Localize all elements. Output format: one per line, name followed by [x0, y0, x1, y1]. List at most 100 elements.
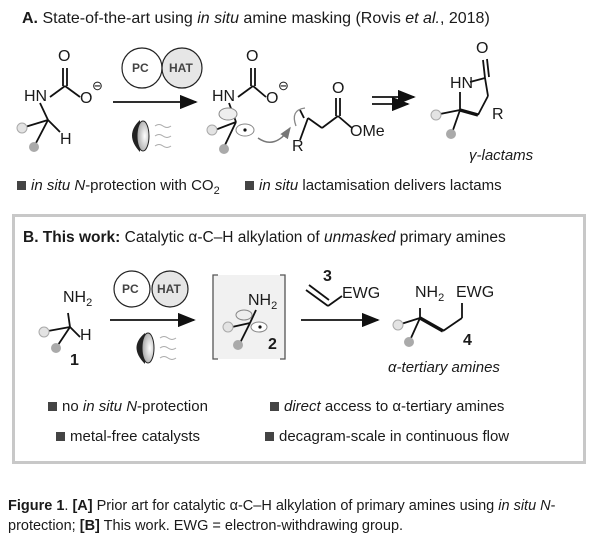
bullet-italic: in situ N — [31, 177, 86, 194]
caption-text: . — [64, 498, 73, 514]
bullet-text: decagram-scale in continuous flow — [279, 428, 510, 445]
bullet-square — [265, 432, 274, 441]
compound-number-1: 1 — [70, 352, 79, 369]
title-italic: et al. — [405, 10, 440, 27]
atom-r: R — [492, 106, 504, 123]
atom-ewg: EWG — [342, 285, 381, 302]
atom-hn: HN — [450, 75, 474, 92]
bullet-text: lactamisation delivers lactams — [298, 177, 502, 194]
substituent-sphere — [219, 144, 229, 154]
product-label-amines: α-tertiary amines — [388, 359, 500, 376]
pc-label: PC — [122, 282, 139, 296]
curved-arrow — [257, 126, 291, 143]
atom-nh2: NH2 — [248, 292, 277, 312]
bullet-text: no — [62, 398, 83, 415]
bullet-square — [48, 402, 57, 411]
amine-substrate-1 — [47, 312, 81, 346]
compound-number-3: 3 — [323, 268, 332, 285]
compound-number-2: 2 — [268, 336, 277, 353]
caption-tag-b: [B] — [79, 518, 100, 534]
atom-h: H — [80, 327, 92, 344]
atom-o-minus: O — [80, 90, 93, 107]
orbital-lobe — [218, 107, 238, 121]
title-italic: in situ — [197, 10, 239, 27]
substituent-sphere — [51, 343, 61, 353]
panel-b-box — [12, 214, 586, 464]
caption-italic: in situ N — [498, 498, 551, 514]
atom-nh2: NH2 — [63, 289, 92, 309]
atom-ome: OMe — [350, 123, 385, 140]
lactam-product — [439, 58, 490, 131]
panel-a-label: A. — [22, 10, 38, 27]
bullet-a2: in situ lactamisation delivers lactams — [245, 177, 502, 194]
bullet-b1: no in situ N-protection — [48, 398, 208, 415]
carbamate-radical — [214, 68, 267, 146]
radical-dot — [258, 325, 262, 329]
light-lamp-icon — [132, 120, 172, 152]
caption-tag-a: [A] — [72, 498, 93, 514]
title-italic: unmasked — [323, 229, 396, 246]
alkene-3 — [305, 284, 343, 307]
bullet-italic: direct — [284, 398, 321, 415]
bullet-square — [56, 432, 65, 441]
title-text: State-of-the-art using — [38, 10, 198, 27]
title-text: Catalytic α-C–H alkylation of — [120, 229, 324, 246]
caption-text: Prior art for catalytic α-C–H alkylation… — [92, 498, 499, 514]
substituent-sphere — [16, 122, 28, 134]
bullet-a1: in situ N-protection with CO2 — [17, 177, 220, 197]
bullet-square — [245, 181, 254, 190]
bullet-square — [17, 181, 26, 190]
caption-label: Figure 1 — [8, 498, 65, 514]
atom-nh: NH — [415, 284, 439, 301]
compound-number-4: 4 — [463, 332, 472, 349]
atom-o: O — [476, 40, 489, 57]
atom-hn: HN — [24, 88, 48, 105]
panel-a-title: A. State-of-the-art using in situ amine … — [22, 10, 490, 28]
substituent-sphere — [38, 326, 50, 338]
bullet-square — [270, 402, 279, 411]
subscript: 2 — [438, 292, 445, 305]
atom-r: R — [292, 138, 304, 155]
substituent-sphere — [29, 142, 39, 152]
hat-cycle — [161, 47, 203, 89]
product-label-lactams: γ-lactams — [469, 147, 534, 164]
bullet-text: access to α-tertiary amines — [320, 398, 505, 415]
title-text: amine masking (Rovis — [238, 10, 406, 27]
pc-label: PC — [132, 61, 149, 75]
hat-label: HAT — [157, 282, 181, 296]
light-lamp-icon — [136, 332, 177, 364]
curved-arrow — [293, 107, 306, 127]
bullet-b2: direct access to α-tertiary amines — [270, 398, 504, 415]
substituent-sphere — [430, 109, 442, 121]
title-text: , 2018) — [439, 10, 490, 27]
radical-dot — [243, 128, 247, 132]
radical-intermediate-2 — [231, 309, 257, 344]
atom-o-minus: O — [266, 90, 279, 107]
atom-nh: NH — [248, 292, 272, 309]
substituent-sphere — [404, 337, 414, 347]
caption-text: This work. EWG = electron-withdrawing gr… — [99, 518, 404, 534]
charge-minus: ⊖ — [92, 78, 103, 93]
bracket — [212, 274, 286, 360]
bullet-sub: 2 — [213, 185, 220, 197]
atom-hn: HN — [212, 88, 236, 105]
hat-cycle — [151, 270, 189, 308]
title-text: primary amines — [395, 229, 506, 246]
bullet-text: metal-free catalysts — [70, 428, 201, 445]
panel-b-label: B. This work: — [23, 229, 121, 246]
atom-nh: NH — [63, 289, 87, 306]
bullet-b4: decagram-scale in continuous flow — [265, 428, 509, 445]
charge-minus: ⊖ — [278, 78, 289, 93]
substituent-sphere — [206, 124, 218, 136]
substituent-sphere — [222, 321, 234, 333]
figure-caption: Figure 1. [A] Prior art for catalytic α-… — [8, 496, 594, 536]
atom-ewg: EWG — [456, 284, 495, 301]
orbital-lobe — [235, 309, 253, 321]
caption-text: -protection; — [8, 498, 556, 534]
carbamate-substrate — [24, 68, 81, 144]
bullet-b3: metal-free catalysts — [56, 428, 200, 445]
atom-o: O — [332, 80, 345, 97]
atom-o: O — [246, 48, 259, 65]
bullet-italic: in situ N — [82, 398, 138, 415]
